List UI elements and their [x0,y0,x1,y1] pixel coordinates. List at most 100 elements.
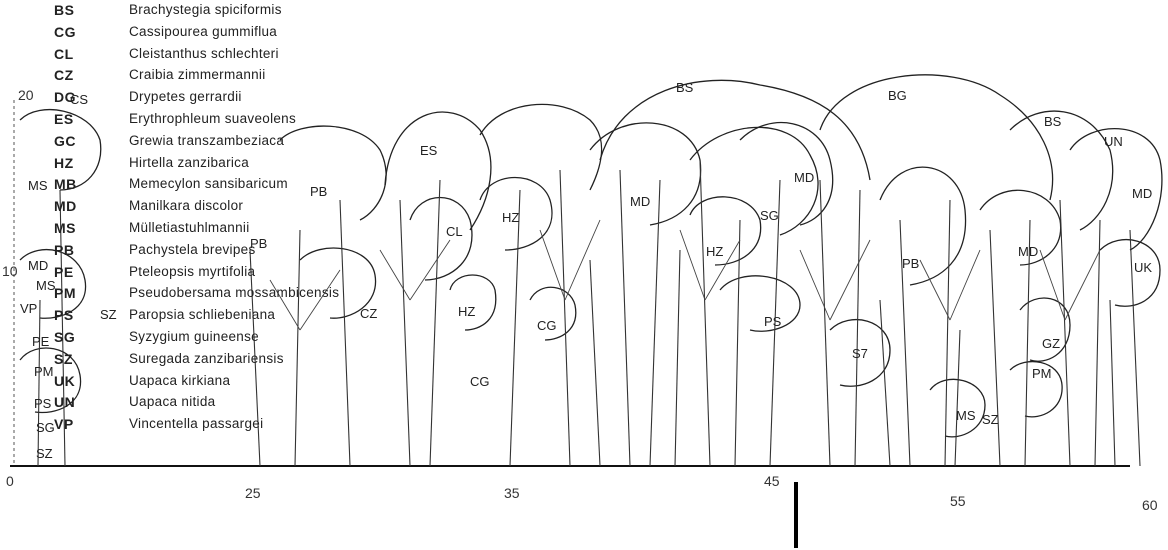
trunk-line [620,170,630,466]
trunk-line [990,230,1000,466]
legend-code: CG [54,24,114,40]
crown-label: MD [1132,186,1152,201]
crown-label: CZ [360,306,377,321]
tick-label: 35 [504,485,520,501]
legend-code: CZ [54,67,114,83]
trunk-line [340,200,350,466]
crown-outline [690,197,761,265]
legend-species-name: Drypetes gerrardii [129,89,242,104]
crown-label: UN [1104,134,1123,149]
trunk-line [400,200,410,466]
branch-line [680,230,740,300]
crown-label: VP [20,301,37,316]
crown-label: SZ [36,446,53,461]
crown-label: SZ [982,412,999,427]
legend-code: DG [54,89,114,105]
legend-code: PB [54,242,114,258]
tick-label: 45 [764,473,780,489]
trunk-line [820,180,830,466]
legend-species-name: Brachystegia spiciformis [129,2,282,17]
crown-label: ES [420,143,438,158]
crown-label: CL [446,224,463,239]
crown-outline [410,198,472,281]
trunk-line [590,260,600,466]
legend-code: PS [54,307,114,323]
crown-outline [720,276,800,331]
legend-code: UK [54,373,114,389]
crown-label: MS [28,178,48,193]
trunk-line [1095,220,1100,466]
legend-code: BS [54,2,114,18]
trunk-line [675,250,680,466]
crown-outline [590,123,701,225]
trunk-line [430,180,440,466]
trunk-line [295,230,300,466]
trunk-line [735,220,740,466]
legend-species-name: Memecylon sansibaricum [129,176,288,191]
legend-species-name: Vincentella passargei [129,416,263,431]
crown-label: PS [34,396,52,411]
crown-outline [880,167,966,285]
legend-species-name: Paropsia schliebeniana [129,307,275,322]
legend-species-name: Uapaca kirkiana [129,373,230,388]
crown-label: BS [676,80,694,95]
crown-label: CG [537,318,557,333]
crown-label: GZ [1042,336,1060,351]
height-mark: 10 [2,263,18,279]
legend-species-name: Grewia transzambeziaca [129,133,284,148]
legend-code: MD [54,198,114,214]
crown-label: CG [470,374,490,389]
legend-species-name: Pseudobersama mossambicensis [129,285,339,300]
trunk-line [945,200,950,466]
legend-code: ES [54,111,114,127]
legend-species-name: Pteleopsis myrtifolia [129,264,255,279]
trunk-line [1110,300,1115,466]
legend-species-name: Manilkara discolor [129,198,243,213]
crown-label: PM [34,364,54,379]
crown-label: SG [36,420,55,435]
legend-code: GC [54,133,114,149]
legend-species-name: Syzygium guineense [129,329,259,344]
trunk-line [880,300,890,466]
crown-outline [280,126,386,220]
crown-label: UK [1134,260,1152,275]
trunk-line [560,170,570,466]
legend-code: SZ [54,351,114,367]
crown-label: MS [36,278,56,293]
legend-species-name: Erythrophleum suaveolens [129,111,296,126]
crown-outline [450,275,496,330]
legend-species-name: Cleistanthus schlechteri [129,46,279,61]
tick-label: 25 [245,485,261,501]
legend-code: CL [54,46,114,62]
crown-label: PB [310,184,327,199]
legend-code: VP [54,416,114,432]
legend-species-name: Cassipourea gummiflua [129,24,277,39]
crown-label: MS [956,408,976,423]
legend-species-name: Pachystela brevipes [129,242,256,257]
legend-code: MB [54,176,114,192]
trunk-line [1060,200,1070,466]
legend-species-name: Craibia zimmermannii [129,67,266,82]
branches [270,220,1100,330]
legend-code: PE [54,264,114,280]
trunk-line [510,190,520,466]
branch-line [1040,250,1100,320]
crown-label: MD [1018,244,1038,259]
crown-label: HZ [706,244,723,259]
crown-label: PS [764,314,782,329]
branch-line [800,240,870,320]
crown-label: HZ [458,304,475,319]
legend-code: PM [54,285,114,301]
legend-code: UN [54,394,114,410]
legend-code: HZ [54,155,114,171]
crown-label: HZ [502,210,519,225]
trunk-line [38,300,40,466]
crown-outline [480,104,602,190]
trunk-line [700,160,710,466]
legend-species-name: Mülletiastuhlmannii [129,220,250,235]
crown-label: S7 [852,346,868,361]
trunk-line [955,330,960,466]
trunk-line [855,190,860,466]
tick-label: 60 [1142,497,1158,513]
